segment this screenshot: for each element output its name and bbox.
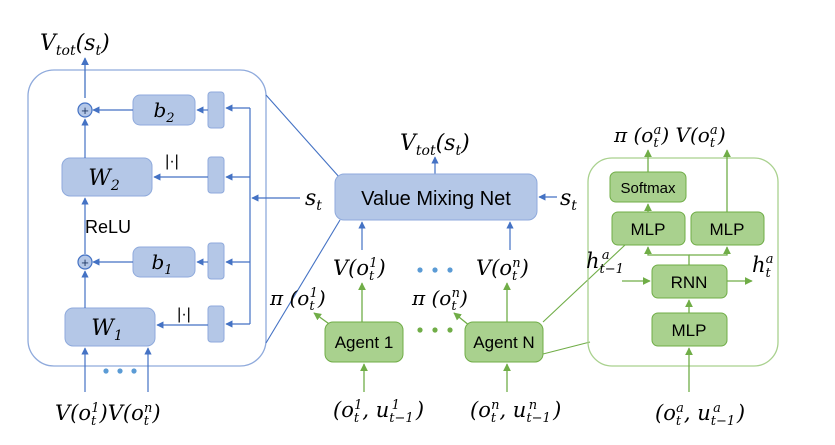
agent1-input-label: (ot1, ut−11) xyxy=(333,398,424,426)
agent-ellipsis-dots xyxy=(417,327,453,333)
abs-label-bottom: |·| xyxy=(177,306,191,323)
left-state-label: st xyxy=(305,186,322,214)
agent-zoom-line-bottom xyxy=(542,341,591,355)
abs-label-top: |·| xyxy=(165,153,179,170)
right-output-labels: π (ota) V(ota) xyxy=(613,123,726,151)
relu-label: ReLU xyxy=(85,217,131,237)
hyper-bar-4 xyxy=(207,305,225,343)
pin-label: π (otn) xyxy=(411,286,468,314)
mlp-right-label: MLP xyxy=(710,220,745,239)
pi1-label: π (ot1) xyxy=(269,286,326,314)
left-ellipsis-dots xyxy=(103,368,137,374)
rnn-label: RNN xyxy=(671,273,708,292)
value-mixing-net-box xyxy=(334,173,538,221)
svg-text:+: + xyxy=(81,255,89,270)
h-prev-label: ht−1a xyxy=(586,248,624,277)
agent-detail-panel xyxy=(587,157,779,367)
softmax-label: Softmax xyxy=(620,180,676,197)
svg-text:+: + xyxy=(81,103,89,118)
agent1-label: Agent 1 xyxy=(335,333,394,352)
hyper-bar-2 xyxy=(207,156,225,194)
plus-node-top: + xyxy=(77,102,93,118)
zoom-line-top xyxy=(265,94,341,179)
hyper-bar-3 xyxy=(207,242,225,280)
value-mixing-net-label: Value Mixing Net xyxy=(361,188,511,210)
hyper-bar-1 xyxy=(207,91,225,129)
center-state-label: st xyxy=(560,186,577,214)
mlp-left-label: MLP xyxy=(631,220,666,239)
rnn-to-mlp-right xyxy=(689,246,731,256)
h-next-label: hta xyxy=(752,252,774,281)
center-ellipsis-dots xyxy=(417,267,453,273)
agent-zoom-line-top xyxy=(542,244,626,323)
mlp-bottom-label: MLP xyxy=(672,321,707,340)
right-input-label: (ota, ut−1a) xyxy=(655,401,745,429)
zoom-line-bottom xyxy=(265,219,341,344)
agentN-box xyxy=(464,321,544,363)
plus-node-bottom: + xyxy=(77,254,93,270)
mixing-detail-panel xyxy=(27,69,267,367)
w1-box xyxy=(64,307,156,347)
center-vtot-label: Vtot(st) xyxy=(400,131,470,159)
vn-label: V(otn) xyxy=(476,256,529,284)
agentN-label: Agent N xyxy=(473,333,534,352)
v1-label: V(ot1) xyxy=(333,256,386,284)
agentN-input-label: (otn, ut−1n) xyxy=(470,398,561,426)
left-vtot-label: Vtot(st) xyxy=(40,31,110,59)
w2-box xyxy=(61,157,153,197)
rnn-to-mlp-left xyxy=(644,246,690,265)
left-input-labels: V(ot1)V(otn) xyxy=(55,401,161,429)
agent1-box xyxy=(324,321,404,363)
